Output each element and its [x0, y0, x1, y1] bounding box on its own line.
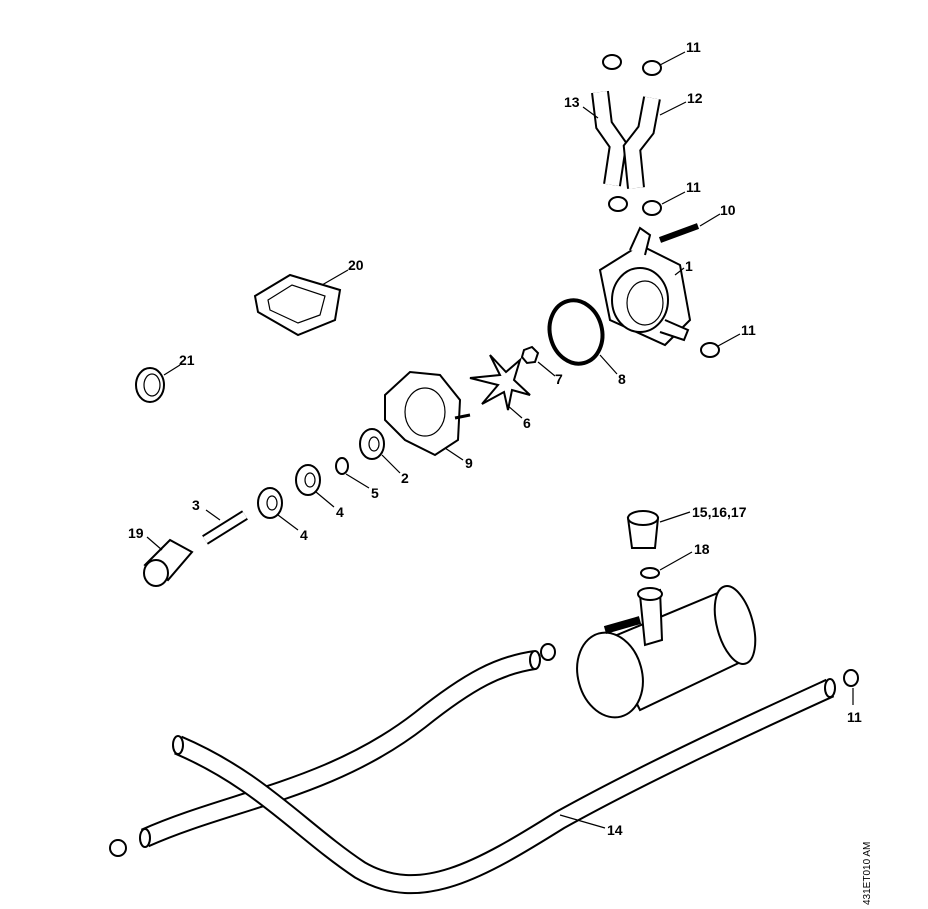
callout-12: 12: [687, 90, 703, 106]
callout-5: 5: [371, 485, 379, 501]
pump-cover-9: [384, 370, 471, 457]
cap-15-16-17: [626, 510, 660, 549]
grommet-21: [135, 367, 165, 403]
seal-2: [359, 428, 385, 460]
drawing-code: 431ET010 AM: [862, 841, 873, 905]
callout-4: 4: [336, 504, 344, 520]
bearing-4a: [295, 464, 321, 496]
callout-11: 11: [847, 709, 862, 725]
impeller-6: [469, 354, 531, 411]
callout-2: 2: [401, 470, 409, 486]
o-ring-8: [547, 298, 605, 366]
nut-7: [520, 345, 540, 365]
callout-13: 13: [564, 94, 580, 110]
callout-10: 10: [720, 202, 736, 218]
mixing-tube: [576, 585, 757, 719]
hose-14: [139, 650, 836, 894]
callout-11: 11: [741, 322, 756, 338]
callout-4: 4: [300, 527, 308, 543]
leader-lines: [146, 51, 854, 829]
coupling-19: [143, 538, 194, 587]
circlip-5: [335, 457, 349, 475]
washer-18: [640, 567, 660, 579]
callout-15-16-17: 15,16,17: [692, 504, 747, 520]
hose-clamps-11: [109, 54, 859, 857]
callout-7: 7: [555, 371, 563, 387]
short-hoses-12-13: [591, 90, 661, 189]
screw-10: [658, 223, 700, 243]
callout-11: 11: [686, 179, 701, 195]
callout-21: 21: [179, 352, 195, 368]
callout-18: 18: [694, 541, 710, 557]
callout-9: 9: [465, 455, 473, 471]
callout-20: 20: [348, 257, 364, 273]
callout-6: 6: [523, 415, 531, 431]
callout-14: 14: [607, 822, 623, 838]
cover-plate-20: [253, 273, 342, 337]
callout-3: 3: [192, 497, 200, 513]
bearing-4b: [257, 487, 283, 519]
callout-1: 1: [685, 258, 693, 274]
callout-11: 11: [686, 39, 701, 55]
callout-8: 8: [618, 371, 626, 387]
pump-housing-1: [598, 226, 692, 347]
callout-19: 19: [128, 525, 144, 541]
